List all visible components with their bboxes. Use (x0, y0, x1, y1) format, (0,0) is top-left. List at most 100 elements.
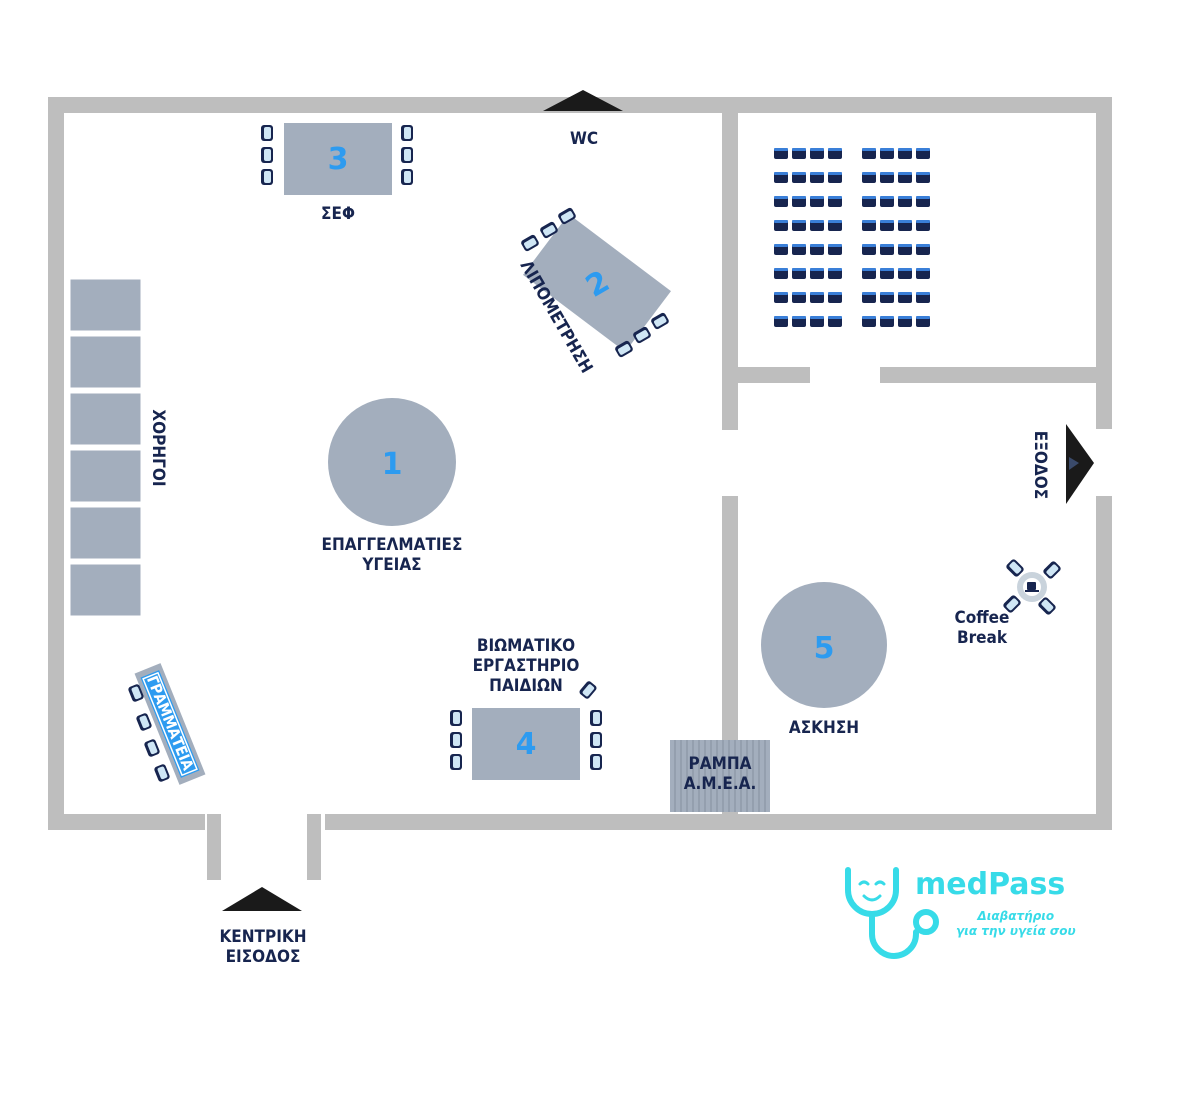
lecture-seat (862, 292, 876, 303)
lecture-seat (810, 148, 824, 159)
station-1-table[interactable]: 1 (328, 398, 456, 526)
ramp-line2: Α.Μ.Ε.Α. (683, 774, 757, 794)
lecture-seat (898, 268, 912, 279)
lecture-seat (810, 292, 824, 303)
secretariat-desk[interactable] (134, 663, 206, 785)
accessibility-ramp[interactable] (670, 740, 770, 812)
ramp-label: ΡΑΜΠΑ Α.Μ.Ε.Α. (672, 754, 768, 794)
brand-name: medPass (915, 867, 1066, 902)
main-entrance-line1: ΚΕΝΤΡΙΚΗ (219, 927, 307, 947)
coffee-table[interactable] (1017, 572, 1047, 602)
coffee-break-line2: Break (956, 628, 1008, 648)
lecture-seat (828, 268, 842, 279)
station-4-number: 4 (516, 727, 537, 762)
lecture-seat (880, 172, 894, 183)
lecture-seat (774, 148, 788, 159)
lecture-seat (862, 268, 876, 279)
lecture-seat (810, 316, 824, 327)
station-3-table[interactable]: 3 (284, 123, 392, 195)
health-professionals-label: ΕΠΑΓΓΕΛΜΑΤΙΕΣ ΥΓΕΙΑΣ (302, 535, 482, 575)
lecture-seat (828, 220, 842, 231)
lecture-seat (828, 316, 842, 327)
wc-label: WC (569, 129, 599, 149)
lecture-seat (774, 172, 788, 183)
lecture-seat (898, 292, 912, 303)
lecture-seat (774, 196, 788, 207)
lecture-seat (880, 196, 894, 207)
sponsors-label: ΧΟΡΗΓΟΙ (148, 409, 168, 487)
lecture-seat (828, 292, 842, 303)
lecture-seat (792, 268, 806, 279)
lecture-seat (792, 220, 806, 231)
chef-label: ΣΕΦ (321, 204, 355, 224)
main-entrance-label: ΚΕΝΤΡΙΚΗ ΕΙΣΟΔΟΣ (206, 927, 320, 967)
lecture-seat (916, 268, 930, 279)
lecture-seat (774, 220, 788, 231)
exit-label: ΕΞΟΔΟΣ (1030, 430, 1050, 500)
lecture-seat (916, 220, 930, 231)
workshop-label: ΒΙΩΜΑΤΙΚΟ ΕΡΓΑΣΤΗΡΙΟ ΠΑΙΔΙΩΝ (446, 636, 606, 696)
lecture-seat (828, 172, 842, 183)
lecture-seat (828, 148, 842, 159)
lecture-seat (810, 172, 824, 183)
lecture-seat (898, 244, 912, 255)
exit-arrow-icon[interactable] (1066, 424, 1094, 504)
health-professionals-line2: ΥΓΕΙΑΣ (362, 555, 422, 575)
lecture-seat (916, 148, 930, 159)
lecture-seat (898, 316, 912, 327)
lecture-seat (880, 268, 894, 279)
station-5-number: 5 (814, 631, 835, 666)
lecture-seat (880, 292, 894, 303)
workshop-line3: ΠΑΙΔΙΩΝ (489, 676, 563, 696)
lecture-seat (792, 196, 806, 207)
brand-tagline-line2: για την υγεία σου (956, 924, 1076, 938)
lecture-seat (792, 316, 806, 327)
station-3-number: 3 (328, 142, 349, 177)
lecture-seat (880, 244, 894, 255)
main-entrance-arrow-icon[interactable] (222, 887, 302, 911)
lecture-seat (898, 220, 912, 231)
lecture-seat (862, 196, 876, 207)
lecture-seat (792, 148, 806, 159)
main-entrance-line2: ΕΙΣΟΔΟΣ (225, 947, 301, 967)
brand-tagline-line1: Διαβατήριο (977, 909, 1055, 923)
lecture-seat (916, 196, 930, 207)
lecture-seat (774, 244, 788, 255)
lecture-seat (898, 196, 912, 207)
lecture-seat (898, 172, 912, 183)
brand-tagline: Διαβατήριο για την υγεία σου (956, 909, 1076, 939)
medpass-logo-icon (845, 867, 939, 959)
lecture-seat (880, 220, 894, 231)
lecture-seat (774, 292, 788, 303)
station-2-table[interactable]: 2 (523, 214, 671, 352)
walls (48, 97, 1112, 880)
lecture-seat (916, 292, 930, 303)
station-1-number: 1 (382, 447, 403, 482)
lecture-seat (862, 244, 876, 255)
lecture-seat (774, 316, 788, 327)
lecture-seat (810, 244, 824, 255)
sponsor-booths (67, 276, 144, 619)
lecture-seat (774, 268, 788, 279)
lecture-seat (792, 244, 806, 255)
workshop-line2: ΕΡΓΑΣΤΗΡΙΟ (472, 656, 580, 676)
lecture-seat (898, 148, 912, 159)
lecture-seat (810, 220, 824, 231)
lecture-seat (810, 268, 824, 279)
health-professionals-line1: ΕΠΑΓΓΕΛΜΑΤΙΕΣ (321, 535, 463, 555)
lecture-seat (792, 292, 806, 303)
lecture-seat (880, 316, 894, 327)
lecture-seat (862, 316, 876, 327)
lecture-seat (862, 172, 876, 183)
station-5-table[interactable]: 5 (761, 582, 887, 708)
wc-arrow-icon (543, 90, 623, 111)
lecture-seat (862, 148, 876, 159)
lecture-seat (828, 244, 842, 255)
station-4-table[interactable]: 4 (472, 708, 580, 780)
coffee-break-label: Coffee Break (942, 608, 1022, 648)
workshop-line1: ΒΙΩΜΑΤΙΚΟ (476, 636, 576, 656)
coffee-break-line1: Coffee (954, 608, 1010, 628)
lecture-seat (916, 172, 930, 183)
lecture-seat (792, 172, 806, 183)
